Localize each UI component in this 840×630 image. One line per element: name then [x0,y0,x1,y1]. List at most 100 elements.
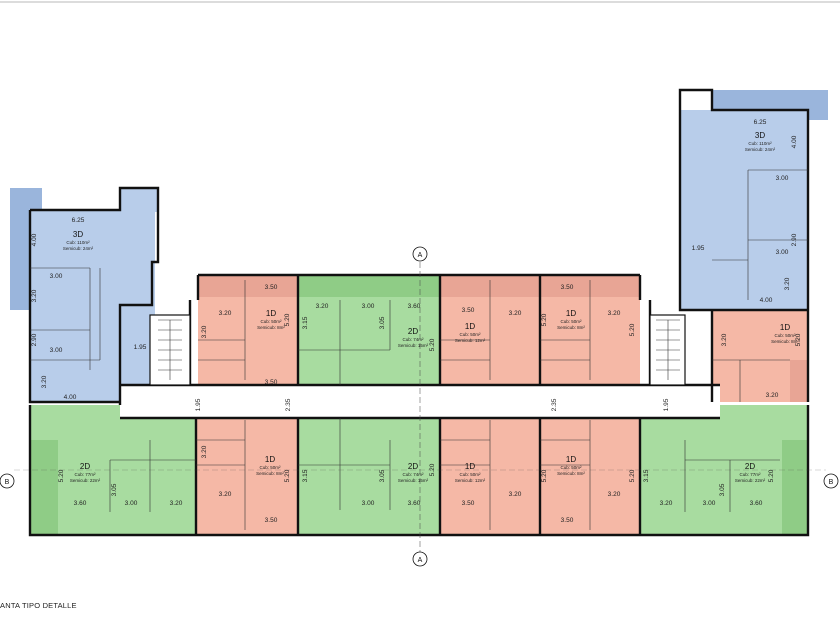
unit-name: 2D [408,327,418,336]
dimension: 3.20 [31,289,38,302]
unit-semicub: Semicub: 22m² [735,478,766,483]
dimension: 5.20 [629,469,636,482]
unit-label-2d-tc: 2D Cub: 74m² Semicub: 15m² [398,327,429,348]
dimension: 3.00 [776,175,789,182]
dimension: 3.15 [302,316,309,329]
dimension: 3.20 [316,303,329,310]
dimension: 3.50 [265,379,278,386]
unit-3d-right-fill [680,110,808,310]
unit-name: 2D [408,462,418,471]
unit-name: 1D [780,323,790,332]
unit-label-1d-tl: 1D Cub: 50m² Semicub: 8m² [257,309,285,330]
dimension: 5.20 [795,333,802,346]
dimension: 2.35 [551,398,558,411]
unit-cub: Cub: 110m² [748,141,772,146]
dimension-labels: 6.25 4.00 3.00 3.20 2.90 3.00 3.20 4.00 … [31,119,802,524]
dimension: 3.20 [509,310,522,317]
drawing-title: ANTA TIPO DETALLE [0,601,77,610]
dimension: 2.90 [791,233,798,246]
stair-core-left [149,314,191,386]
section-b-left-label: B [5,479,10,486]
terrace-1d-right [790,360,808,402]
dimension: 3.20 [41,375,48,388]
unit-cub: Cub: 110m² [66,240,90,245]
unit-name: 1D [465,322,475,331]
section-marker-a-bottom: A [412,551,428,567]
dimension: 3.00 [362,500,375,507]
dimension: 3.20 [766,392,779,399]
dimension: 5.20 [429,463,436,476]
unit-semicub: Semicub: 24m² [63,246,94,251]
dimension: 3.60 [408,500,421,507]
dimension: 3.20 [721,333,728,346]
section-b-right-label: B [829,479,834,486]
unit-label-1d-tc: 1D Cub: 50m² Semicub: 12m² [455,322,486,343]
unit-label-1d-br: 1D Cub: 50m² Semicub: 8m² [557,455,585,476]
unit-name: 2D [80,462,90,471]
dimension: 3.00 [125,500,138,507]
dimension: 3.15 [302,469,309,482]
unit-label-1d-tr: 1D Cub: 50m² Semicub: 8m² [557,309,585,330]
unit-cub: Cub: 77m² [74,472,96,477]
unit-label-3d-right: 3D Cub: 110m² Semicub: 24m² [745,131,776,152]
unit-cub: Cub: 50m² [459,472,481,477]
unit-cub: Cub: 50m² [459,332,481,337]
unit-label-2d-bc: 2D Cub: 74m² Semicub: 15m² [398,462,429,483]
dimension: 6.25 [72,217,85,224]
dimension: 3.05 [719,483,726,496]
section-a-top-label: A [418,252,423,259]
unit-name: 2D [745,462,755,471]
dimension: 4.00 [31,233,38,246]
unit-cub: Cub: 50m² [260,319,282,324]
unit-semicub: Semicub: 22m² [70,478,101,483]
dimension: 1.95 [134,344,147,351]
unit-cub: Cub: 74m² [402,337,424,342]
unit-1d-bl-fill [196,418,298,535]
unit-name: 1D [265,455,275,464]
unit-semicub: Semicub: 8m² [256,471,284,476]
section-marker-b-right: B [823,473,839,489]
dimension: 3.50 [462,307,475,314]
dimension: 4.00 [791,135,798,148]
dimension: 5.20 [284,469,291,482]
dimension: 2.35 [285,398,292,411]
dimension: 3.50 [561,517,574,524]
unit-name: 1D [266,309,276,318]
unit-semicub: Semicub: 12m² [455,338,486,343]
dimension: 5.20 [768,469,775,482]
unit-name: 3D [73,230,83,239]
dimension: 5.20 [284,313,291,326]
section-marker-b-left: B [0,473,15,489]
dimension: 4.00 [64,394,77,401]
dimension: 5.20 [629,323,636,336]
dimension: 5.20 [541,469,548,482]
unit-semicub: Semicub: 8m² [257,325,285,330]
dimension: 1.95 [195,398,202,411]
dimension: 3.05 [379,316,386,329]
dimension: 3.20 [201,445,208,458]
dimension: 3.20 [608,310,621,317]
dimension: 3.00 [776,249,789,256]
dimension: 3.05 [379,469,386,482]
dimension: 4.00 [760,297,773,304]
dimension: 3.15 [643,469,650,482]
dimension: 3.60 [74,500,87,507]
unit-name: 3D [755,131,765,140]
unit-cub: Cub: 50m² [259,465,281,470]
unit-semicub: Semicub: 15m² [398,343,429,348]
dimension: 3.00 [362,303,375,310]
unit-2d-bc-fill [298,418,440,535]
unit-name: 1D [566,455,576,464]
stair-core-right [649,314,686,386]
interior-walls [30,169,808,530]
dimension: 2.90 [31,333,38,346]
dimension: 1.95 [663,398,670,411]
dimension: 5.20 [58,469,65,482]
dimension: 3.20 [660,500,673,507]
unit-semicub: Semicub: 8m² [771,339,799,344]
dimension: 6.25 [754,119,767,126]
dimension: 3.20 [509,491,522,498]
unit-semicub: Semicub: 8m² [557,471,585,476]
unit-label-1d-bc: 1D Cub: 50m² Semicub: 12m² [455,462,486,483]
